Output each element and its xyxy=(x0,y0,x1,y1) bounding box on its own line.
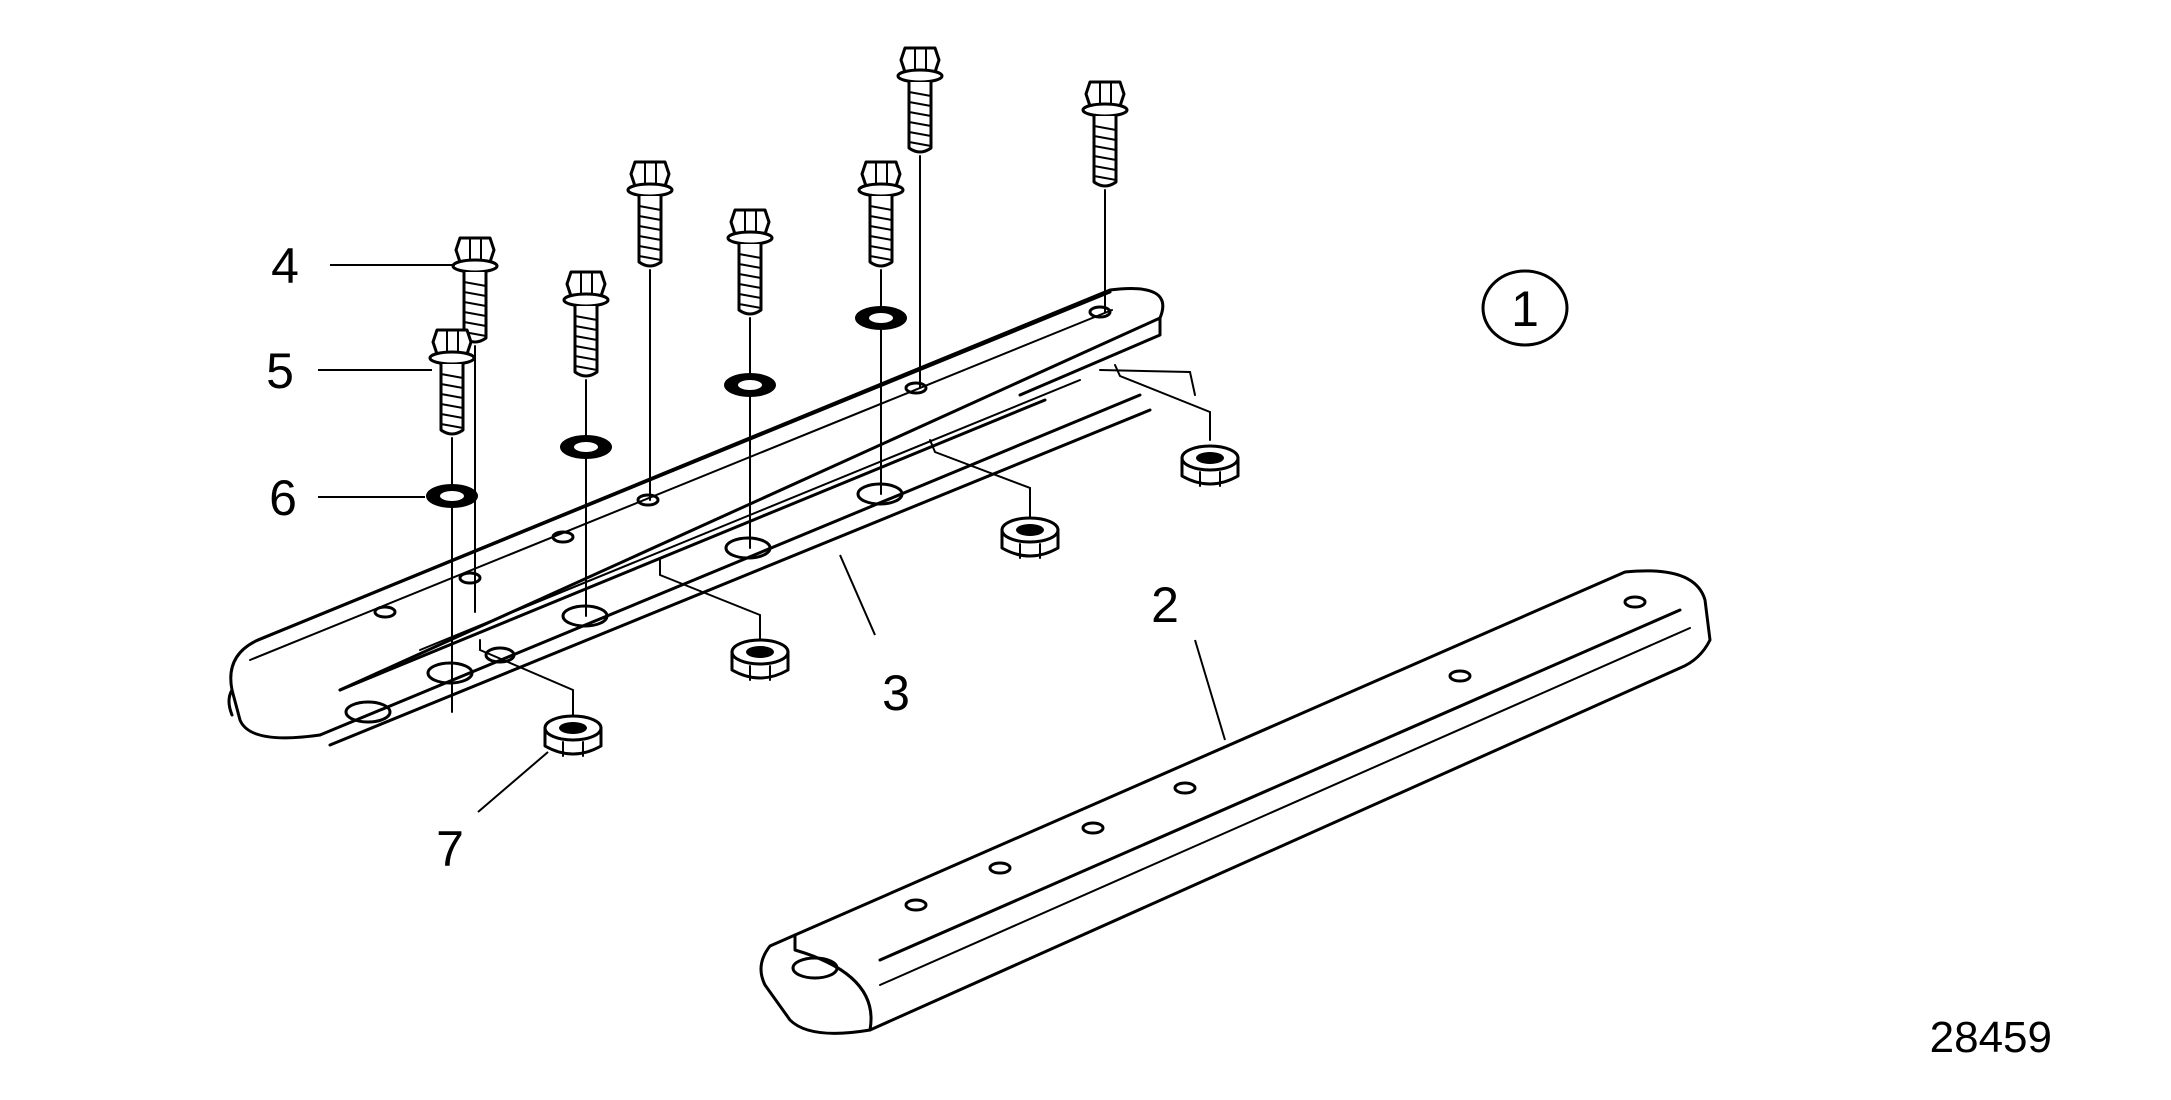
callout-6: 6 xyxy=(269,470,297,526)
bolt-axis-lines xyxy=(451,155,1106,713)
mounting-rail-upper xyxy=(227,287,1196,747)
callout-7: 7 xyxy=(436,821,464,877)
mounting-rail-lower xyxy=(759,569,1712,1035)
callout-4: 4 xyxy=(271,238,299,294)
washers xyxy=(426,306,907,508)
leader-lines xyxy=(318,264,1226,813)
callout-3: 3 xyxy=(882,665,910,721)
figure-number: 28459 xyxy=(1930,1013,2052,1062)
callout-2: 2 xyxy=(1151,577,1179,633)
callout-5: 5 xyxy=(266,343,294,399)
nuts xyxy=(479,364,1240,758)
callout-circle xyxy=(1481,269,1569,347)
callout-1: 1 xyxy=(1511,281,1539,337)
bolts xyxy=(428,46,1129,436)
